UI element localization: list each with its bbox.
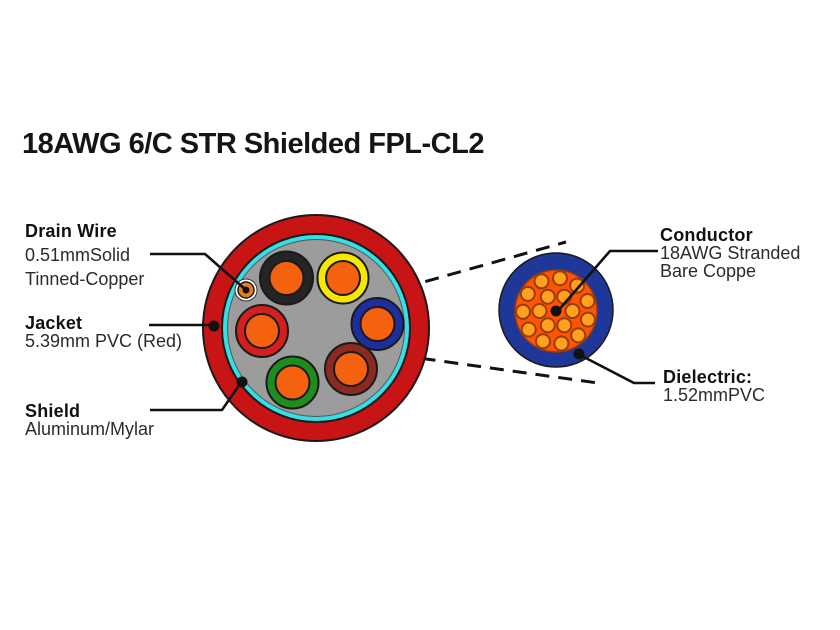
- drain-wire-spec-material: Tinned-Copper: [25, 269, 145, 289]
- conductor-red-insulated: [235, 304, 289, 358]
- shield-pointer-line: [150, 383, 242, 412]
- dielectric-pointer-line: [579, 353, 655, 385]
- callout-pointers: [149, 249, 658, 412]
- shield-label: Shield Aluminum/Mylar: [25, 402, 154, 438]
- conductor-pointer-line: [556, 249, 658, 313]
- conductor-spec-size: 18AWG Stranded: [660, 243, 801, 263]
- strand: [539, 288, 556, 305]
- strand: [569, 277, 586, 294]
- strand: [552, 270, 568, 287]
- conductor-core: [359, 306, 396, 342]
- strand: [535, 333, 551, 350]
- cable-cross-section: [202, 214, 430, 442]
- strand: [579, 311, 596, 328]
- jacket-pointer-dot: [208, 320, 220, 332]
- strand: [531, 303, 548, 319]
- strand: [539, 317, 556, 334]
- conductor-core: [244, 313, 280, 349]
- dielectric-heading: Dielectric:: [663, 367, 753, 387]
- conductor-black-insulated: [259, 250, 314, 306]
- dielectric-pointer-dot: [573, 348, 585, 360]
- jacket-heading: Jacket: [25, 313, 83, 333]
- conductor-strands: [515, 270, 596, 352]
- strand: [520, 321, 537, 338]
- strand: [533, 273, 550, 290]
- dielectric-label: Dielectric: 1.52mmPVC: [663, 368, 765, 404]
- drain-wire-spec-size: 0.51mmSolid: [25, 245, 131, 265]
- conductor-spec-material: Bare Coppe: [660, 261, 757, 281]
- shield-spec: Aluminum/Mylar: [25, 419, 155, 439]
- conductor-blue-insulated: [350, 297, 405, 351]
- drain-wire-heading: Drain Wire: [25, 221, 117, 241]
- strand: [553, 335, 570, 352]
- strand: [564, 303, 581, 319]
- conductor-core: [268, 260, 305, 296]
- conductor-green-insulated: [265, 355, 320, 410]
- jacket-label: Jacket 5.39mm PVC (Red): [25, 314, 182, 350]
- strand: [519, 285, 536, 302]
- conductor-heading: Conductor: [660, 225, 753, 245]
- zoom-cone-lower-dashed-line: [375, 350, 599, 385]
- conductor-core: [325, 260, 361, 296]
- strand: [579, 293, 596, 309]
- conductor-maroon-insulated: [324, 342, 378, 396]
- conductor-core: [333, 351, 369, 387]
- page-title: 18AWG 6/C STR Shielded FPL-CL2: [22, 128, 484, 160]
- conductor-yellow-insulated: [316, 251, 370, 305]
- strand: [515, 303, 531, 320]
- jacket-spec: 5.39mm PVC (Red): [25, 331, 183, 351]
- conductor-label: Conductor 18AWG Stranded Bare Coppe: [660, 226, 800, 280]
- conductor-pointer-dot: [550, 305, 562, 317]
- strand: [570, 327, 587, 344]
- shield-heading: Shield: [25, 401, 81, 421]
- shield-pointer-dot: [236, 376, 248, 388]
- drain-wire-pointer-line: [150, 252, 247, 291]
- dielectric-spec: 1.52mmPVC: [663, 385, 766, 405]
- strand: [556, 317, 573, 334]
- drain-wire-label: Drain Wire 0.51mmSolid Tinned-Copper: [25, 219, 144, 291]
- conductor-core: [274, 364, 311, 401]
